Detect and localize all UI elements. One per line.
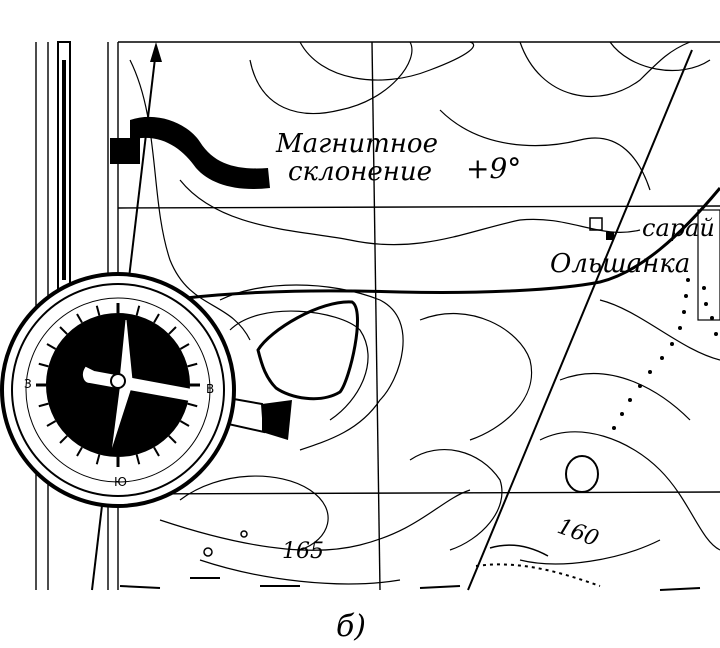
dotted-boundary: [612, 278, 718, 430]
compass-tick: [76, 446, 83, 457]
compass-tick: [38, 402, 49, 408]
compass-tick: [59, 435, 68, 444]
compass-pointer-bar: [82, 366, 194, 402]
declination-label-line1: Магнитное: [275, 129, 438, 159]
barn-label: сарай: [642, 214, 715, 242]
compass-mark-east: В: [206, 382, 214, 396]
compass-tick: [95, 305, 101, 316]
figure-label: б): [336, 609, 366, 644]
compass-tick: [168, 435, 177, 444]
compass-tick: [153, 446, 160, 457]
compass-tick: [59, 326, 68, 335]
compass-tick: [46, 420, 57, 427]
compass-tick: [95, 454, 101, 465]
compass-tick: [153, 313, 160, 324]
bottom-ground-marks: [119, 577, 701, 591]
compass-tick: [179, 343, 190, 350]
road-line: [185, 187, 720, 300]
compass-tick: [168, 326, 177, 335]
compass-tick: [179, 420, 190, 427]
village-label: Ольшанка: [550, 249, 690, 279]
compass-mark-west: З: [24, 377, 32, 391]
compass-tick: [187, 362, 198, 368]
contour-lines: [129, 41, 720, 585]
hill-160-contour: [565, 455, 599, 493]
kilometre-grid: [117, 41, 720, 591]
railway-line: [475, 544, 601, 587]
height-point-165-icon: [203, 530, 248, 557]
compass-ticks: [36, 303, 200, 467]
route-loop: [256, 300, 359, 401]
compass: В Ю З: [0, 272, 292, 508]
compass-tick: [187, 402, 198, 408]
compass-tick: [76, 313, 83, 324]
azimuth-line: [467, 49, 693, 591]
declination-label-line2: склонение: [288, 157, 432, 187]
compass-tick: [135, 305, 141, 316]
compass-tick: [135, 454, 141, 465]
compass-mark-south: Ю: [114, 475, 127, 489]
north-arrow-icon: [150, 42, 162, 62]
compass-tick: [46, 343, 57, 350]
declination-arrow-icon: [110, 116, 270, 190]
barn-symbol-icon: [589, 209, 720, 321]
declination-value: +9°: [466, 152, 521, 185]
height-165-label: 165: [282, 539, 324, 564]
compass-tick: [38, 362, 49, 368]
